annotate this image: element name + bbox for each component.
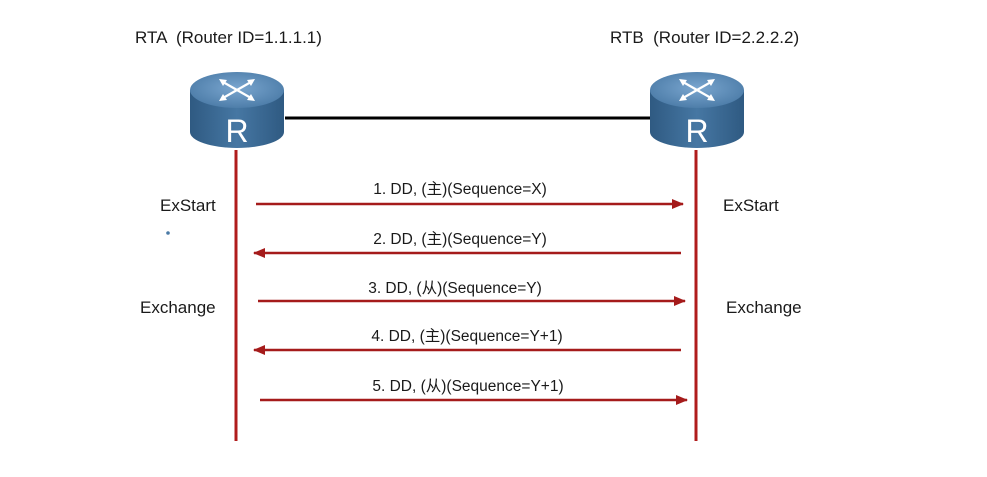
router-b-state-exstart: ExStart [723, 196, 779, 215]
message-label-1: 1. DD, (主)(Sequence=X) [373, 181, 547, 198]
message-label-5: 5. DD, (从)(Sequence=Y+1) [372, 378, 564, 395]
message-label-2: 2. DD, (主)(Sequence=Y) [373, 231, 547, 248]
router-b-title: RTB (Router ID=2.2.2.2) [610, 28, 800, 47]
four-arrows-icon [679, 79, 715, 101]
router-a-title: RTA (Router ID=1.1.1.1) [135, 28, 322, 47]
router-b-letter: R [685, 113, 708, 149]
router-a-state-exstart: ExStart [160, 196, 216, 215]
router-icon: R [190, 72, 284, 149]
router-a-letter: R [225, 113, 248, 149]
stray-dot [166, 231, 170, 235]
router-b-state-exchange: Exchange [726, 298, 802, 317]
four-arrows-icon [219, 79, 255, 101]
message-label-3: 3. DD, (从)(Sequence=Y) [368, 280, 542, 297]
router-icon: R [650, 72, 744, 149]
message-label-4: 4. DD, (主)(Sequence=Y+1) [371, 328, 563, 345]
router-a-state-exchange: Exchange [140, 298, 216, 317]
